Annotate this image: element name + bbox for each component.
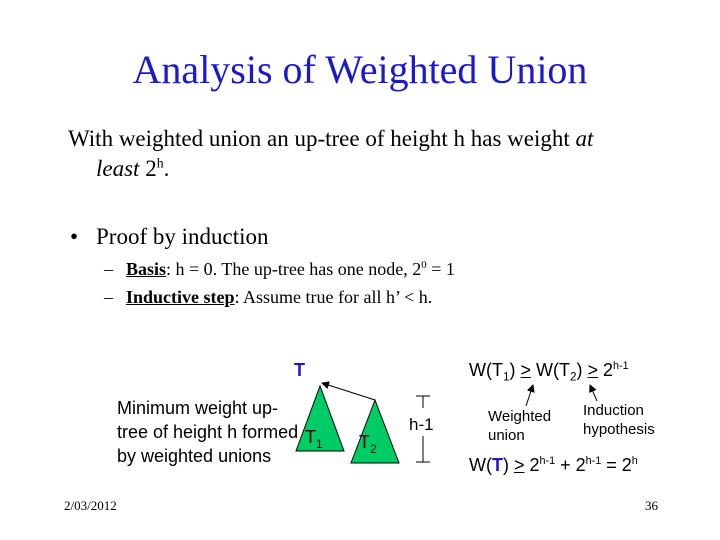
slide-title: Analysis of Weighted Union <box>132 47 588 92</box>
page-number: 36 <box>645 498 658 513</box>
root-label: T <box>294 360 305 380</box>
t2-label: T2 <box>359 432 377 456</box>
intro-statement: With weighted union an up-tree of height… <box>68 124 668 184</box>
intro-power-exp: h <box>156 155 164 171</box>
inductive-text: : Assume true for all h’ < h. <box>234 287 433 307</box>
note-weighted-union: Weighted union <box>488 408 552 444</box>
bullet-symbol: • <box>70 224 79 249</box>
bullet-text: Proof by induction <box>96 224 269 249</box>
sub-bullet-inductive: –Inductive step: Assume true for all h’ … <box>104 287 432 308</box>
intro-line-2: least 2h. <box>68 154 668 184</box>
height-label: h-1 <box>409 415 434 434</box>
basis-label: Basis <box>126 259 167 279</box>
footer-date: 2/03/2012 <box>64 498 117 513</box>
weighted-arrow <box>525 384 535 407</box>
link-arrow <box>321 381 376 401</box>
t1-label: T1 <box>305 427 323 451</box>
basis-dash: – <box>104 259 113 279</box>
equation-2: W(T) > 2h-1 + 2h-1 = 2h <box>469 455 638 475</box>
subtree-t2 <box>350 398 400 464</box>
intro-power-base: 2 <box>145 156 157 181</box>
equation-1: W(T1) > W(T2) > 2h-1 <box>469 360 629 384</box>
basis-end: = 1 <box>426 259 455 279</box>
note-induction-hypothesis: Induction hypothesis <box>583 402 655 438</box>
bullet-proof: • Proof by induction <box>70 224 269 250</box>
intro-line-1: With weighted union an up-tree of height… <box>68 124 668 154</box>
basis-sup: 0 <box>421 259 427 271</box>
sub-bullet-basis: –Basis: h = 0. The up-tree has one node,… <box>104 259 455 280</box>
min-weight-caption: Minimum weight up-tree of height h forme… <box>117 398 299 466</box>
subtree-t1 <box>295 384 345 452</box>
intro-period: . <box>163 156 170 181</box>
inductive-dash: – <box>104 287 113 307</box>
intro-italic-at: at <box>575 126 594 151</box>
height-bracket <box>416 395 430 463</box>
basis-text: : h = 0. The up-tree has one node, 2 <box>166 259 422 279</box>
inductive-label: Inductive step <box>126 287 235 307</box>
induction-arrow <box>589 384 598 402</box>
intro-text: With weighted union an up-tree of height… <box>68 126 576 151</box>
intro-italic-least: least <box>96 156 140 181</box>
